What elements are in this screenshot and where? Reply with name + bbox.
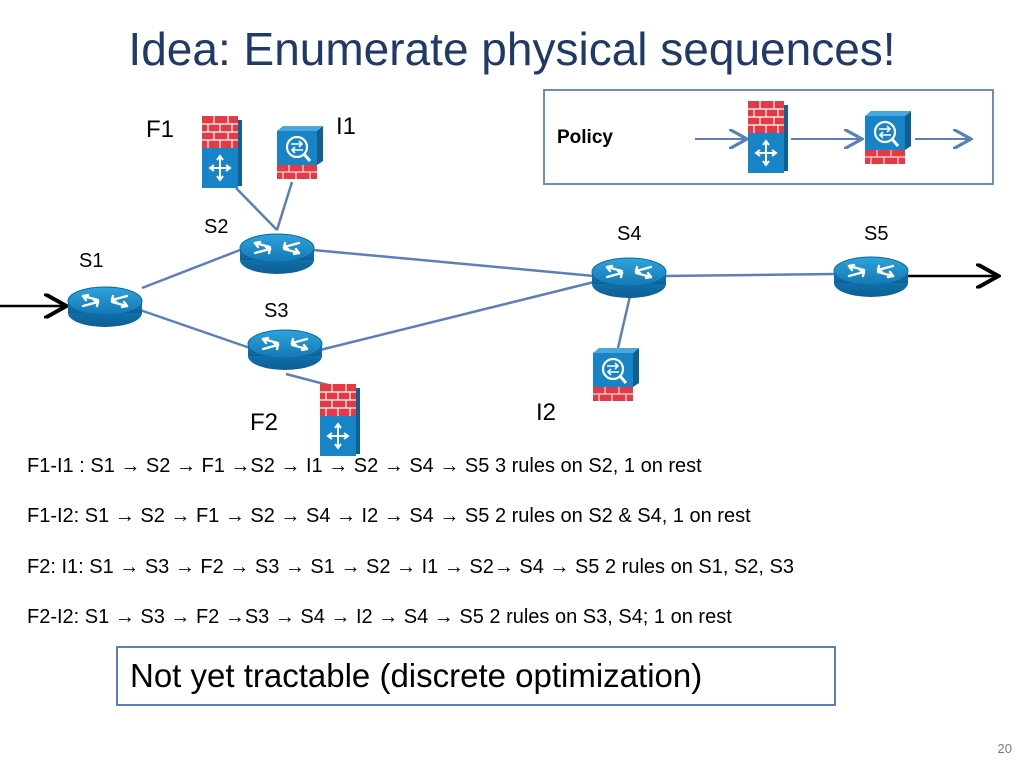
policy-ids-icon [863,109,913,166]
label-s2: S2 [204,216,228,238]
link-s3-s4 [319,280,595,352]
page-number: 20 [997,741,1012,756]
link-s1-s2 [141,248,241,290]
link-s2-s4 [312,248,595,278]
label-f2: F2 [250,409,278,436]
router-s5-icon [832,255,910,299]
slide-title: Idea: Enumerate physical sequences! [128,23,896,75]
ids-i1-icon [275,124,325,181]
label-s3: S3 [264,300,288,322]
sequence-line-f1-i2: F1-I2: S1 → S2 → F1 → S2 → S4 → I2 → S4 … [27,505,751,527]
firewall-f1-icon [201,115,243,189]
label-s4: S4 [617,223,641,245]
router-s4-icon [590,256,668,300]
sequence-line-f2-i2: F2-I2: S1 → S3 → F2 →S3 → S4 → I2 → S4 →… [27,606,732,628]
policy-firewall-icon [747,100,789,174]
label-i2: I2 [536,399,556,426]
label-s5: S5 [864,223,888,245]
label-i1: I1 [336,113,356,140]
link-s4-i2 [616,295,632,349]
policy-box: Policy [543,89,994,185]
link-s2-i1 [275,181,294,231]
sequence-line-f1-i1: F1-I1 : S1 → S2 → F1 →S2 → I1 → S2 → S4 … [27,455,702,477]
router-s3-icon [246,328,324,372]
firewall-f2-icon [319,383,361,457]
router-s2-icon [238,232,316,276]
link-s2-f1 [235,187,278,231]
tractability-note: Not yet tractable (discrete optimization… [116,646,836,706]
ids-i2-icon [591,346,641,403]
policy-chain [695,100,996,174]
label-f1: F1 [146,116,174,143]
label-s1: S1 [79,250,103,272]
link-s1-s3 [139,308,251,350]
router-s1-icon [66,285,144,329]
sequence-line-f2-i1: F2: I1: S1 → S3 → F2 → S3 → S1 → S2 → I1… [27,556,794,578]
link-s4-s5 [663,272,835,278]
policy-label: Policy [557,127,613,148]
